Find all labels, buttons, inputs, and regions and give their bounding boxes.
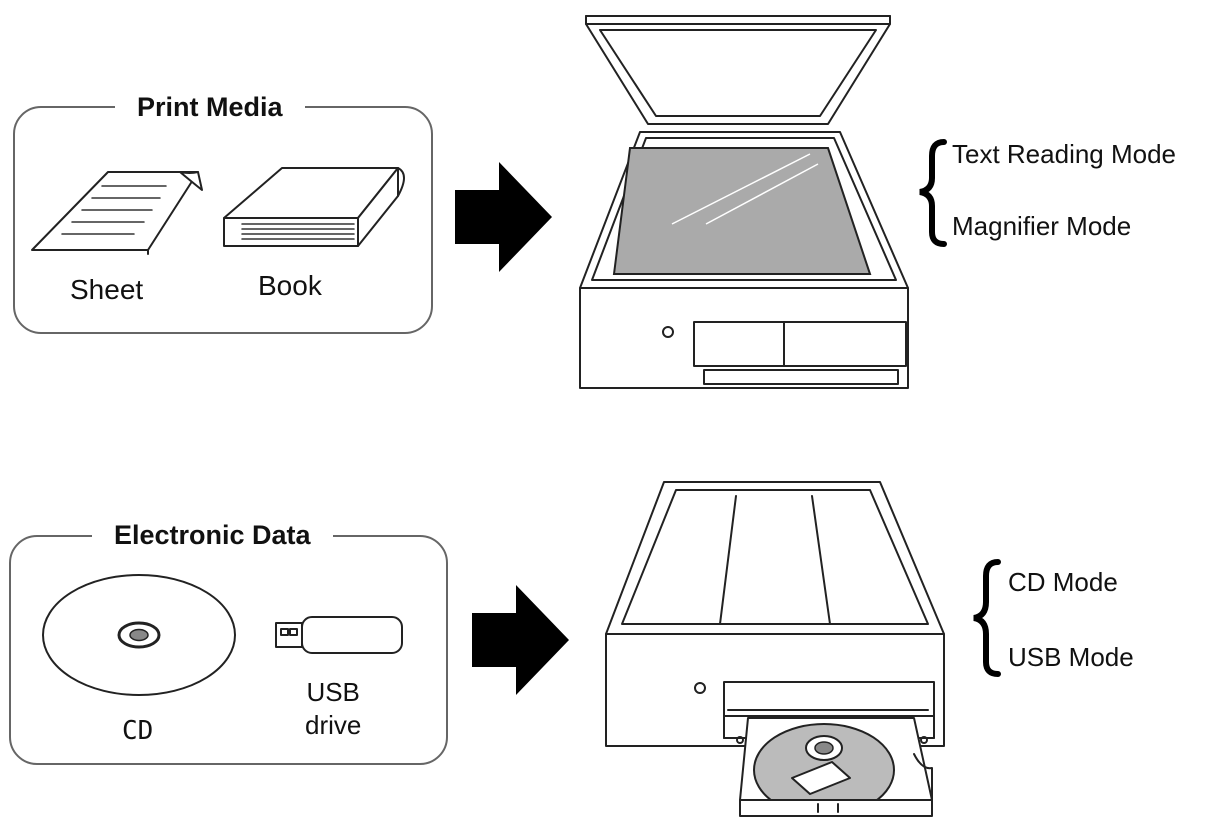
electronic-data-title: Electronic Data [92,518,333,552]
usb-drive-label: USB drive [305,677,362,740]
brace-icon [919,139,947,247]
right-arrow-icon [455,162,552,272]
magnifier-mode-label: Magnifier Mode [952,211,1132,241]
print-media-title: Print Media [115,90,305,124]
sheet-icon [31,171,203,255]
text-reading-mode-label: Text Reading Mode [952,139,1177,169]
scanner-glass [612,147,872,275]
book-icon [223,167,405,247]
usb-mode-label: USB Mode [1008,642,1134,672]
cd-mode-label: CD Mode [1008,567,1118,597]
scanner-icon [579,15,909,389]
sheet-label: Sheet [70,274,144,305]
right-arrow-icon [472,585,569,695]
usb-drive-icon [275,616,403,654]
cd-icon [42,574,236,696]
brace-icon [973,559,1001,677]
cd-label: CD [122,716,154,746]
scanner-disc-tray-icon [605,481,945,817]
book-label: Book [258,270,322,301]
